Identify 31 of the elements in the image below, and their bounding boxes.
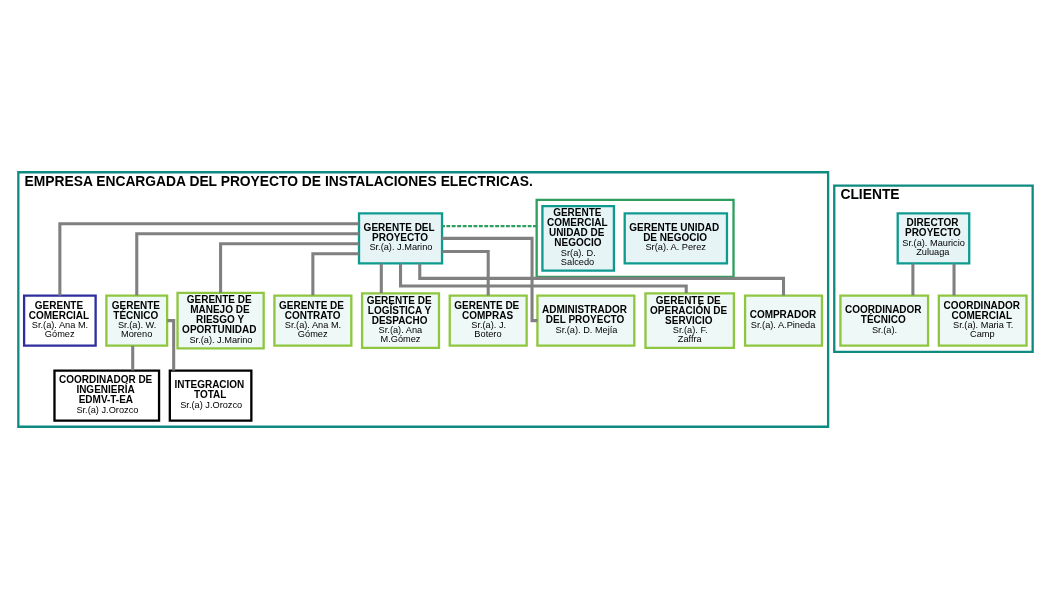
connector xyxy=(131,345,135,370)
node-box: COORDINADOR DE INGENIERÍA EDMV-T-EA Sr.(a) J.Orozco xyxy=(53,368,161,422)
connector xyxy=(135,231,359,295)
connector xyxy=(442,236,538,322)
node-box: GERENTE COMERCIAL UNIDAD DE NEGOCIO Sr(a). D. Salcedo xyxy=(541,204,616,272)
connector xyxy=(442,249,490,295)
node-box: INTEGRACION TOTAL Sr.(a) J.Orozco xyxy=(168,368,253,422)
node-box: DIRECTOR PROYECTO Sr.(a). Mauricio Zuluaga xyxy=(896,211,971,264)
connector xyxy=(219,241,359,293)
node-box: GERENTE COMERCIAL Sr.(a). Ana M. Gómez xyxy=(22,294,97,347)
connector xyxy=(379,263,383,293)
node-box: COORDINADOR TÉCNICO Sr.(a). xyxy=(839,294,930,347)
node-box: GERENTE DE LOGÍSTICA Y DESPACHO Sr.(a). Ana M.Gómez xyxy=(360,291,441,349)
cluster xyxy=(535,198,735,278)
node-box: GERENTE TÉCNICO Sr.(a). W. Moreno xyxy=(105,294,169,347)
connector xyxy=(58,221,359,295)
connector xyxy=(311,251,359,295)
node-box: GERENTE DEL PROYECTO Sr.(a). J.Marino xyxy=(357,211,444,264)
connector xyxy=(952,263,956,295)
node-box: GERENTE DE MANEJO DE RIESGO Y OPORTUNIDAD Sr.(a). J.Marino xyxy=(176,291,265,349)
connector xyxy=(911,263,915,295)
node-box: ADMINISTRADOR DEL PROYECTO Sr.(a). D. Mejía xyxy=(536,294,636,347)
connector xyxy=(399,263,688,293)
connector xyxy=(167,318,176,370)
node-box: GERENTE DE OPERACIÓN DE SERVICIO Sr.(a). F. Zaffra xyxy=(644,291,736,349)
node-box: COMPRADOR Sr.(a). A.Pineda xyxy=(743,294,824,347)
node-box: GERENTE DE CONTRATO Sr.(a). Ana M. Gómez xyxy=(273,294,353,347)
node-box: GERENTE DE COMPRAS Sr.(a). J. Botero xyxy=(448,294,528,347)
node-box: COORDINADOR COMERCIAL Sr.(a). Maria T. Camp xyxy=(937,294,1028,347)
node-box: GERENTE UNIDAD DE NEGOCIO Sr(a). A. Perez xyxy=(623,211,729,264)
connector xyxy=(442,224,537,227)
